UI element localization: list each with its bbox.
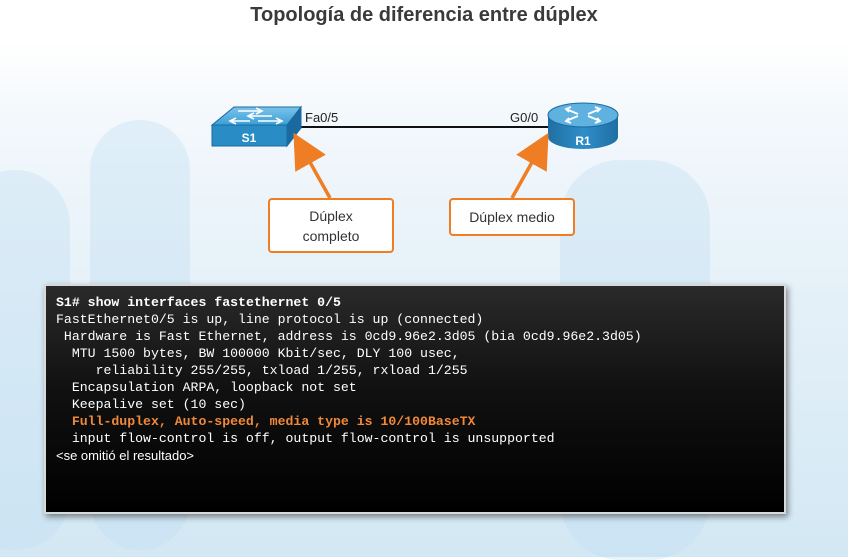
terminal-line: MTU 1500 bytes, BW 100000 Kbit/sec, DLY … <box>56 346 460 361</box>
terminal-prompt: S1# <box>56 295 80 310</box>
callout-arrow-router <box>510 132 549 199</box>
callout-full-duplex: Dúplex completo <box>268 198 394 253</box>
callout-full-duplex-line1: Dúplex <box>309 207 353 224</box>
terminal-line: Keepalive set (10 sec) <box>56 397 246 412</box>
terminal-line: FastEthernet0/5 is up, line protocol is … <box>56 312 484 327</box>
topology-diagram: S1 R1 <box>210 102 619 199</box>
switch-icon: S1 <box>210 105 303 148</box>
terminal-command-line: S1# show interfaces fastethernet 0/5 <box>56 294 774 311</box>
terminal-highlight-line: Full-duplex, Auto-speed, media type is 1… <box>56 414 476 429</box>
terminal-line: reliability 255/255, txload 1/255, rxloa… <box>56 363 468 378</box>
terminal-command: show interfaces fastethernet 0/5 <box>87 295 341 310</box>
terminal-omitted-note: <se omitió el resultado> <box>56 448 195 463</box>
callout-full-duplex-line2: completo <box>302 227 360 244</box>
terminal-line: Hardware is Fast Ethernet, address is 0c… <box>56 329 642 344</box>
callout-half-duplex: Dúplex medio <box>449 198 575 236</box>
switch-label: S1 <box>242 131 257 145</box>
page-title: Topología de diferencia entre dúplex <box>250 4 598 26</box>
callout-half-duplex-label: Dúplex medio <box>469 209 555 225</box>
callout-arrow-switch <box>293 132 332 199</box>
terminal-line: Encapsulation ARPA, loopback not set <box>56 380 357 395</box>
router-port-label: G0/0 <box>510 110 539 125</box>
terminal-output: S1# show interfaces fastethernet 0/5 Fas… <box>44 284 786 514</box>
switch-port-label: Fa0/5 <box>305 110 339 125</box>
router-label: R1 <box>575 134 591 148</box>
router-icon: R1 <box>547 102 619 149</box>
terminal-line: input flow-control is off, output flow-c… <box>56 431 555 446</box>
